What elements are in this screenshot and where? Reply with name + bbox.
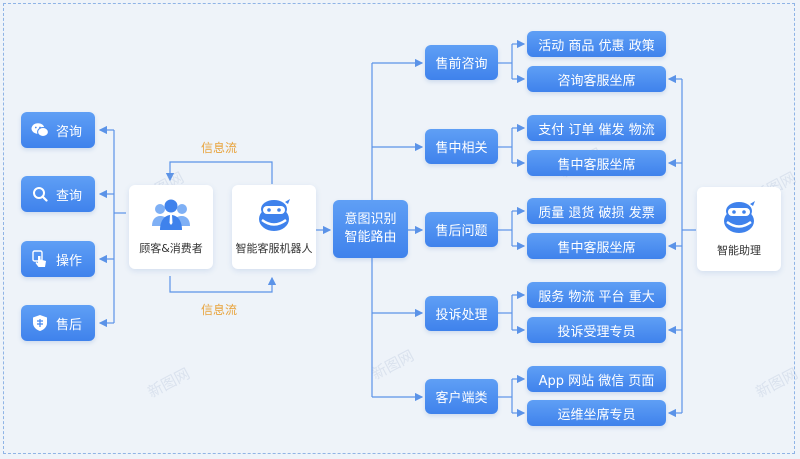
- topics-in-sale: 支付 订单 催发 物流: [527, 115, 666, 141]
- robot-icon: [724, 201, 755, 233]
- category-in-sale: 售中相关: [425, 129, 498, 164]
- category-presale: 售前咨询: [425, 45, 498, 80]
- shield-icon: [31, 314, 49, 332]
- agent-complaint: 投诉受理专员: [527, 317, 666, 343]
- intent-line-1: 意图识别: [344, 212, 397, 227]
- channel-query: 查询: [21, 176, 95, 212]
- search-icon: [31, 185, 49, 203]
- robot-label: 智能客服机器人: [235, 242, 313, 255]
- connector-flow-bottom: [169, 276, 277, 293]
- channel-operate: 操作: [21, 241, 95, 277]
- topics-aftersale: 质量 退货 破损 发票: [527, 198, 666, 224]
- intent-routing-node: 意图识别 智能路由: [333, 200, 408, 258]
- hand-pointer-icon: [31, 250, 49, 268]
- channel-label: 售后: [56, 317, 83, 333]
- consumer-label: 顾客&消费者: [139, 242, 203, 255]
- channel-label: 咨询: [56, 124, 83, 140]
- robot-icon: [259, 199, 290, 231]
- users-icon: [152, 199, 190, 230]
- consumer-card: 顾客&消费者: [129, 185, 213, 269]
- info-flow-label-top: 信息流: [201, 141, 238, 155]
- agent-client: 运维坐席专员: [527, 400, 666, 426]
- agent-presale: 咨询客服坐席: [527, 66, 666, 92]
- agent-in-sale: 售中客服坐席: [527, 150, 666, 176]
- category-client: 客户端类: [425, 379, 498, 414]
- assistant-card: 智能助理: [697, 187, 781, 271]
- channel-consult: 咨询: [21, 112, 95, 148]
- topics-presale: 活动 商品 优惠 政策: [527, 31, 666, 57]
- category-complaint: 投诉处理: [425, 296, 498, 331]
- connector-leaf-group: [498, 39, 526, 418]
- wechat-icon: [31, 121, 49, 139]
- topics-complaint: 服务 物流 平台 重大: [527, 282, 666, 308]
- channel-label: 查询: [56, 188, 83, 204]
- intent-line-2: 智能路由: [344, 230, 397, 245]
- channel-label: 操作: [56, 253, 83, 269]
- robot-card: 智能客服机器人: [232, 185, 316, 269]
- topics-client: App 网站 微信 页面: [527, 366, 666, 392]
- connector-flow-top: [165, 161, 273, 184]
- info-flow-label-bottom: 信息流: [201, 303, 238, 317]
- category-aftersale: 售后问题: [425, 212, 498, 247]
- agent-aftersale: 售中客服坐席: [527, 233, 666, 259]
- assistant-label: 智能助理: [717, 244, 761, 257]
- channel-aftersale: 售后: [21, 305, 95, 341]
- diagram-frame: [3, 3, 795, 454]
